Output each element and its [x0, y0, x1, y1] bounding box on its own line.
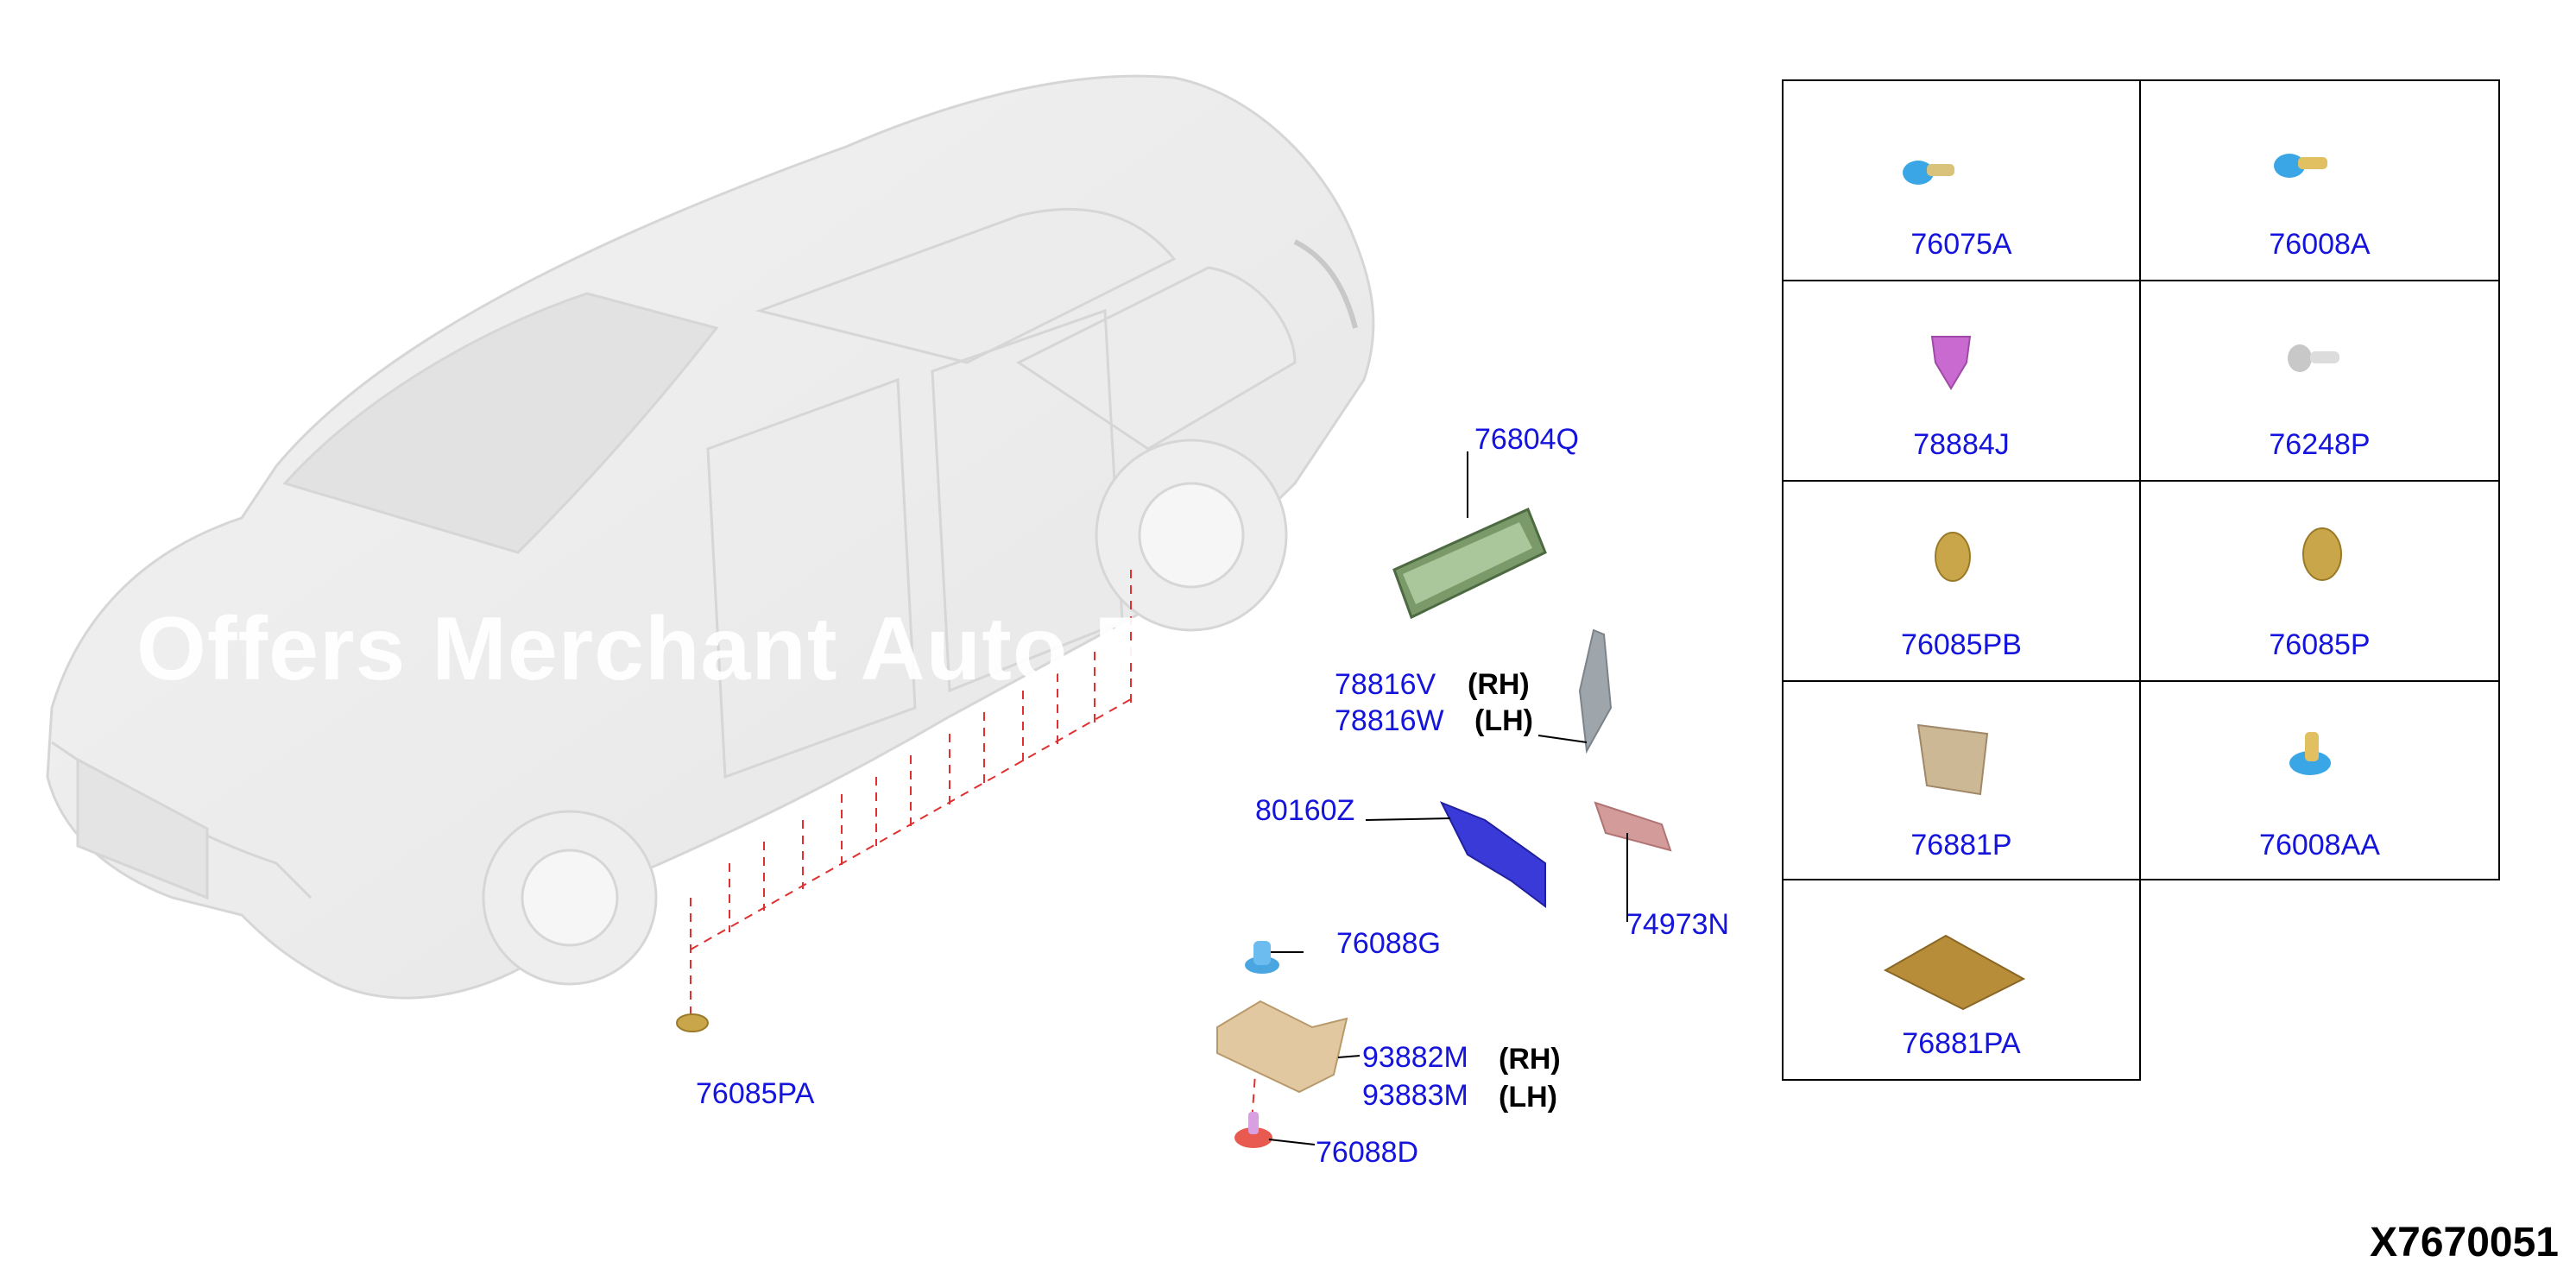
- part-76085PA-icon: [676, 1013, 709, 1032]
- bolt-icon: [2289, 732, 2331, 775]
- table-cell-label: 76085PB: [1901, 628, 2022, 661]
- vehicle-illustration: [46, 74, 1375, 1000]
- table-cell[interactable]: 76008A: [2141, 79, 2500, 280]
- watermark-text: Offers Merchant Auto Parts: [136, 599, 1323, 699]
- stud-icon: [2288, 344, 2339, 372]
- label-76088D[interactable]: 76088D: [1316, 1136, 1419, 1169]
- table-cell[interactable]: 76075A: [1782, 79, 2141, 280]
- diagram-id: X7670051: [2370, 1220, 2559, 1265]
- callout-leaders: [1268, 451, 1628, 1145]
- pad-icon: [1916, 723, 1989, 796]
- bolt-icon: [2274, 154, 2327, 178]
- part-74973N-icon: [1594, 801, 1672, 852]
- table-cell-label: 76881P: [1910, 829, 2012, 861]
- label-74973N[interactable]: 74973N: [1626, 908, 1730, 941]
- label-93882M[interactable]: 93882M: [1362, 1041, 1468, 1074]
- table-part-illustrations: [1883, 154, 2342, 1011]
- label-rh-1: (RH): [1468, 668, 1530, 701]
- label-80160Z[interactable]: 80160Z: [1255, 794, 1355, 827]
- part-80160Z-icon: [1439, 801, 1546, 908]
- plug-icon: [2302, 527, 2342, 581]
- label-lh-1: (LH): [1474, 704, 1533, 737]
- bolt-icon: [1903, 161, 1954, 185]
- sheet-icon: [1883, 934, 2026, 1011]
- label-rh-2: (RH): [1499, 1043, 1561, 1076]
- table-cell[interactable]: 76008AA: [2141, 680, 2500, 880]
- plug-icon: [1935, 532, 1971, 582]
- part-76088G-icon: [1245, 941, 1279, 974]
- label-78816V[interactable]: 78816V: [1335, 668, 1436, 701]
- table-cell-label: 76075A: [1910, 228, 2012, 261]
- table-cell[interactable]: 76248P: [2141, 280, 2500, 480]
- table-cell[interactable]: 76881P: [1782, 680, 2141, 880]
- part-76804Q-icon: [1392, 507, 1547, 620]
- table-cell[interactable]: 78884J: [1782, 280, 2141, 480]
- table-cell-label: 76085P: [2269, 628, 2371, 661]
- table-cell-label: 76008AA: [2259, 829, 2380, 861]
- clip-icon: [1930, 336, 1972, 390]
- table-cell[interactable]: 76085P: [2141, 480, 2500, 680]
- table-cell-label: 76248P: [2269, 428, 2371, 461]
- part-78816-icon: [1578, 628, 1613, 754]
- part-76088D-icon: [1234, 1112, 1272, 1148]
- table-cell-label: 78884J: [1913, 428, 2010, 461]
- label-lh-2: (LH): [1499, 1081, 1557, 1114]
- table-cell-label: 76881PA: [1902, 1027, 2021, 1060]
- label-76085PA[interactable]: 76085PA: [696, 1077, 815, 1110]
- table-cell[interactable]: 76085PB: [1782, 480, 2141, 680]
- label-76804Q[interactable]: 76804Q: [1474, 423, 1579, 456]
- table-cell-label: 76008A: [2269, 228, 2371, 261]
- label-76088G[interactable]: 76088G: [1336, 927, 1441, 960]
- label-78816W[interactable]: 78816W: [1335, 704, 1444, 737]
- label-93883M[interactable]: 93883M: [1362, 1079, 1468, 1112]
- part-93882M-icon: [1216, 1000, 1348, 1094]
- table-cell[interactable]: 76881PA: [1782, 880, 2141, 1081]
